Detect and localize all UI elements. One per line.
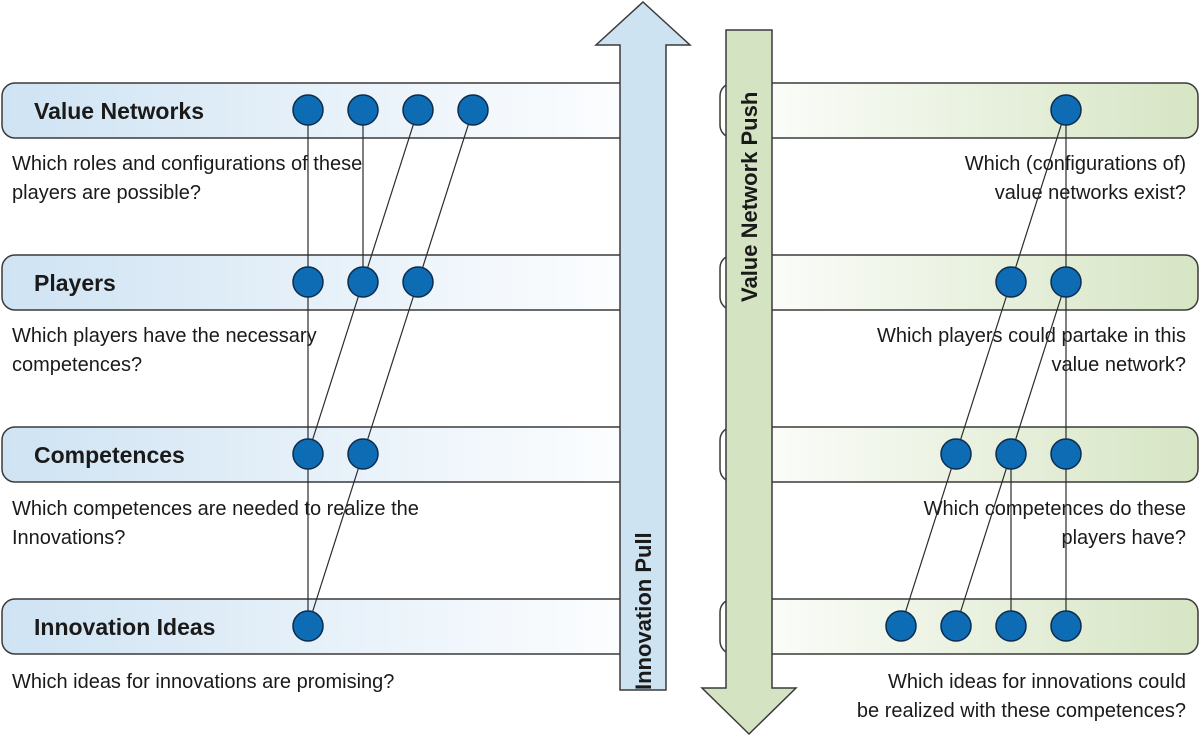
innovation-pull-arrow: Innovation Pull <box>594 0 692 691</box>
level-title-value-networks: Value Networks <box>34 98 204 124</box>
left-question-value-networks-line2: players are possible? <box>12 182 201 204</box>
node-left-players-3 <box>402 266 434 298</box>
node-right-players-1 <box>995 266 1027 298</box>
edge-left-pl2-co1 <box>307 281 364 455</box>
node-left-value-networks-2 <box>347 94 379 126</box>
node-left-competences-2 <box>347 438 379 470</box>
innovation-pull-label: Innovation Pull <box>631 532 656 690</box>
node-left-competences-1 <box>292 438 324 470</box>
edge-left-vn4-pl3 <box>417 109 474 283</box>
node-left-players-2 <box>347 266 379 298</box>
right-question-innovation-ideas-line2: be realized with these competences? <box>857 700 1186 722</box>
right-nodes <box>885 94 1082 642</box>
left-question-players-line2: competences? <box>12 354 142 376</box>
edge-left-vn3-pl2 <box>362 109 419 283</box>
edge-left-co2-in1 <box>307 453 364 627</box>
node-right-competences-1 <box>940 438 972 470</box>
node-left-value-networks-4 <box>457 94 489 126</box>
value-network-push-label: Value Network Push <box>737 92 762 302</box>
band-players-right <box>719 254 1199 311</box>
right-question-competences-line2: players have? <box>1061 527 1186 549</box>
level-title-innovation-ideas: Innovation Ideas <box>34 614 215 640</box>
node-right-innovation-ideas-1 <box>885 610 917 642</box>
left-nodes <box>292 94 489 642</box>
level-title-players: Players <box>34 270 116 296</box>
node-left-value-networks-1 <box>292 94 324 126</box>
node-left-value-networks-3 <box>402 94 434 126</box>
node-right-competences-2 <box>995 438 1027 470</box>
edge-right-vn1-pl1 <box>1010 109 1067 283</box>
left-connections <box>307 109 474 627</box>
node-right-innovation-ideas-3 <box>995 610 1027 642</box>
node-right-innovation-ideas-2 <box>940 610 972 642</box>
edge-left-pl3-co2 <box>362 281 419 455</box>
left-question-competences-line2: Innovations? <box>12 527 125 549</box>
band-value-networks-right <box>719 82 1199 139</box>
left-question-players-line1: Which players have the necessary <box>12 325 317 347</box>
left-question-competences-line1: Which competences are needed to realize … <box>12 498 419 520</box>
edge-right-co2-in2 <box>955 453 1012 627</box>
node-right-value-networks-1 <box>1050 94 1082 126</box>
edge-right-co1-in1 <box>900 453 957 627</box>
edge-right-pl2-co2 <box>1010 281 1067 455</box>
level-title-competences: Competences <box>34 442 185 468</box>
node-left-innovation-ideas-1 <box>292 610 324 642</box>
right-question-players-line2: value network? <box>1051 354 1186 376</box>
left-question-value-networks-line1: Which roles and configurations of these <box>12 153 362 175</box>
right-question-players-line1: Which players could partake in this <box>877 325 1186 347</box>
edge-right-pl1-co1 <box>955 281 1012 455</box>
right-question-value-networks-line2: value networks exist? <box>995 182 1186 204</box>
node-right-competences-3 <box>1050 438 1082 470</box>
right-connections <box>900 109 1067 627</box>
node-left-players-1 <box>292 266 324 298</box>
node-right-innovation-ideas-4 <box>1050 610 1082 642</box>
value-network-push-arrow: Value Network Push <box>700 29 798 736</box>
right-question-innovation-ideas-line1: Which ideas for innovations could <box>888 671 1186 693</box>
node-right-players-2 <box>1050 266 1082 298</box>
left-question-innovation-ideas-line1: Which ideas for innovations are promisin… <box>12 671 394 693</box>
right-question-value-networks-line1: Which (configurations of) <box>965 153 1186 175</box>
right-question-competences-line1: Which competences do these <box>924 498 1186 520</box>
